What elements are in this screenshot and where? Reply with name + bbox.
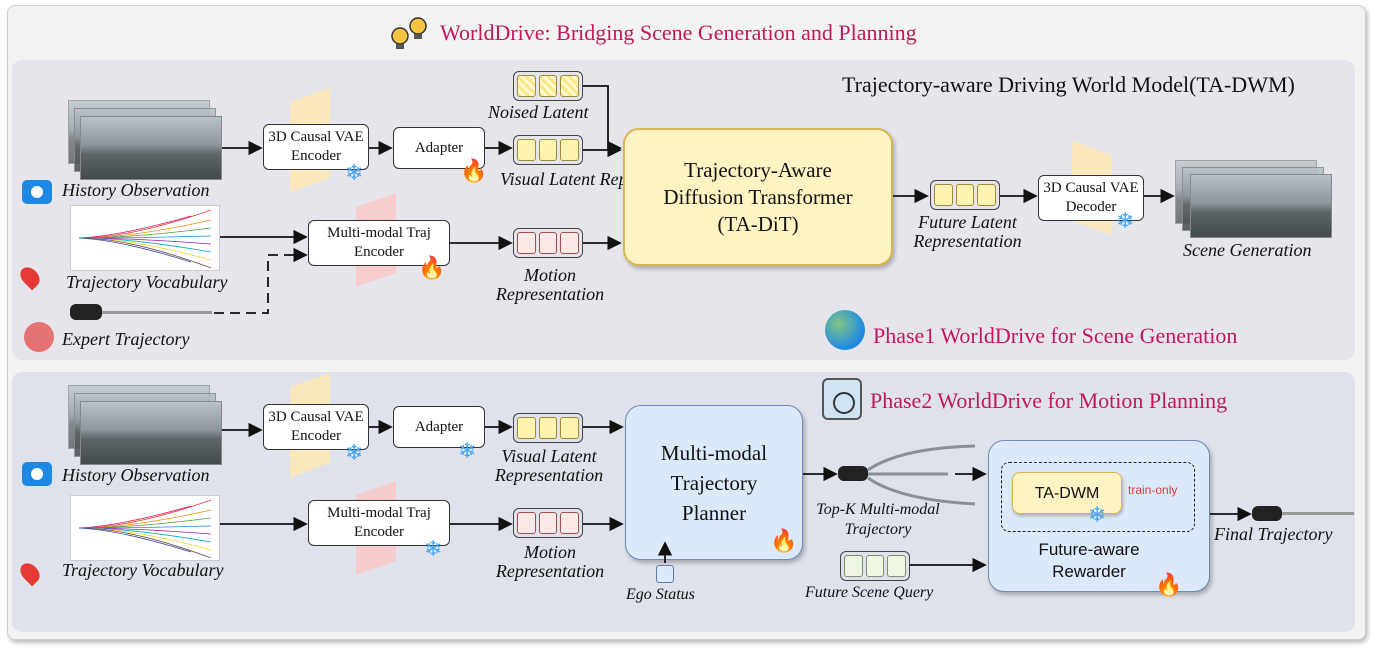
expert-trajectory-line xyxy=(102,311,212,314)
phase1-header: Trajectory-aware Driving World Model(TA-… xyxy=(842,72,1295,97)
trajectory-vocabulary-image xyxy=(70,205,220,271)
history-frame-front xyxy=(80,401,222,465)
topk-label: Top-K Multi-modal Trajectory xyxy=(816,501,940,538)
motion-representation-block xyxy=(513,228,583,258)
noised-latent-block xyxy=(513,71,583,101)
snowflake-icon: ❄ xyxy=(424,536,443,561)
adapter-box: Adapter xyxy=(393,406,485,448)
snowflake-icon: ❄ xyxy=(1088,502,1107,527)
trajectory-vocabulary-label: Trajectory Vocabulary xyxy=(66,272,228,292)
steering-wheel-icon xyxy=(822,378,862,420)
planner-box: Multi-modal Trajectory Planner xyxy=(625,405,803,560)
fire-icon: 🔥 xyxy=(770,528,798,553)
noised-latent-label: Noised Latent xyxy=(488,102,589,122)
train-only-label: train-only xyxy=(1128,483,1178,497)
vae-encoder-box: 3D Causal VAE Encoder xyxy=(263,124,369,170)
expert-trajectory-label: Expert Trajectory xyxy=(62,329,190,349)
car-icon xyxy=(838,466,868,481)
traj-encoder-box: Multi-modal Traj Encoder xyxy=(308,220,450,266)
fire-icon: 🔥 xyxy=(460,158,488,183)
motion-representation-label: Motion Representation xyxy=(495,542,605,581)
adapter-box: Adapter xyxy=(393,127,485,169)
history-observation-label: History Observation xyxy=(62,180,210,200)
generated-frame-front xyxy=(1190,174,1332,238)
traj-encoder-box: Multi-modal Traj Encoder xyxy=(308,500,450,546)
snowflake-icon: ❄ xyxy=(345,440,364,465)
fire-icon: 🔥 xyxy=(418,255,446,280)
motion-representation-block xyxy=(513,508,583,538)
vae-encoder-box: 3D Causal VAE Encoder xyxy=(263,404,369,450)
trajectory-vocabulary-image xyxy=(70,495,220,561)
future-scene-query-label: Future Scene Query xyxy=(805,584,934,601)
fire-icon: 🔥 xyxy=(1155,572,1183,597)
visual-latent-label: Visual Latent Representation xyxy=(494,446,604,485)
vae-decoder-box: 3D Causal VAE Decoder xyxy=(1038,175,1144,221)
visual-latent-block xyxy=(513,135,583,165)
driver-avatar-icon xyxy=(24,322,54,352)
history-frame-front xyxy=(80,116,222,180)
ta-dit-box: Trajectory-Aware Diffusion Transformer (… xyxy=(623,128,893,266)
trajectory-vocabulary-label: Trajectory Vocabulary xyxy=(62,560,224,580)
camera-icon xyxy=(22,180,52,204)
future-latent-block xyxy=(930,180,1000,210)
scene-generation-label: Scene Generation xyxy=(1183,240,1312,260)
snowflake-icon: ❄ xyxy=(1116,208,1135,233)
train-only-region xyxy=(1001,462,1195,532)
title-icon xyxy=(388,12,430,52)
visual-latent-block xyxy=(513,413,583,443)
final-trajectory-label: Final Trajectory xyxy=(1214,524,1333,544)
motion-representation-label: Motion Representation xyxy=(495,265,605,304)
ego-status-label: Ego Status xyxy=(626,586,695,603)
globe-icon xyxy=(825,310,865,350)
phase1-footer: Phase1 WorldDrive for Scene Generation xyxy=(873,323,1238,348)
phase2-header: Phase2 WorldDrive for Motion Planning xyxy=(870,388,1228,413)
car-icon xyxy=(1252,506,1282,521)
rewarder-box: Future-aware Rewarder xyxy=(988,440,1210,592)
snowflake-icon: ❄ xyxy=(458,438,477,463)
final-trajectory-line xyxy=(1282,512,1354,515)
history-observation-label: History Observation xyxy=(62,465,210,485)
ego-status-block xyxy=(656,565,674,583)
car-icon xyxy=(70,304,102,320)
future-scene-query-block xyxy=(840,551,910,581)
figure-title: WorldDrive: Bridging Scene Generation an… xyxy=(440,20,917,45)
future-latent-label: Future Latent Representation xyxy=(913,212,1022,251)
rewarder-label: Future-aware Rewarder xyxy=(1038,540,1140,581)
ta-dwm-box: TA-DWM xyxy=(1012,472,1122,514)
camera-icon xyxy=(22,462,52,486)
snowflake-icon: ❄ xyxy=(345,160,364,185)
